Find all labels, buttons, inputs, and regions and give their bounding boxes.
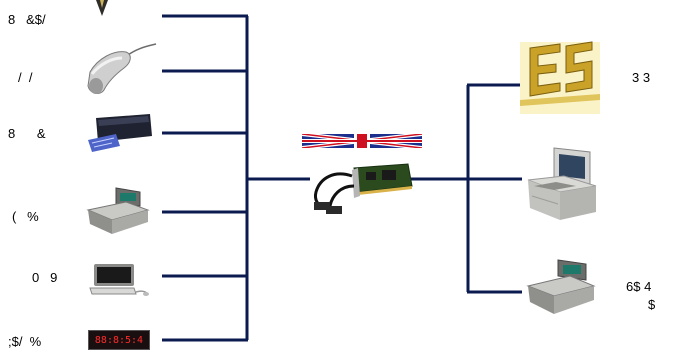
label-left-5: 0 9 [32, 270, 57, 285]
scale-icon [526, 258, 596, 318]
label-left-3: 8 & [8, 126, 46, 141]
label-left-2: / / [18, 70, 32, 85]
pen-icon [92, 0, 112, 18]
label-right-2: 6$ 4 [626, 279, 651, 294]
label-left-1: 8 &$/ [8, 12, 46, 27]
label-right-1: 3 3 [632, 70, 650, 85]
label-left-6: ;$/ % [8, 334, 41, 349]
logo-icon [520, 36, 602, 118]
led-display-icon: 88:8:5:4 [88, 330, 150, 350]
monitor-icon [88, 262, 150, 298]
label-left-4: ( % [12, 209, 39, 224]
led-display-text: 88:8:5:4 [95, 335, 143, 346]
barcode-scanner-icon [84, 40, 158, 98]
label-right-3: $ [648, 297, 655, 312]
pos-terminal-icon [524, 146, 598, 222]
card-reader-icon [86, 112, 156, 154]
scale-icon [86, 186, 150, 238]
uk-flag-icon [302, 134, 422, 148]
serial-card-icon [304, 156, 414, 218]
